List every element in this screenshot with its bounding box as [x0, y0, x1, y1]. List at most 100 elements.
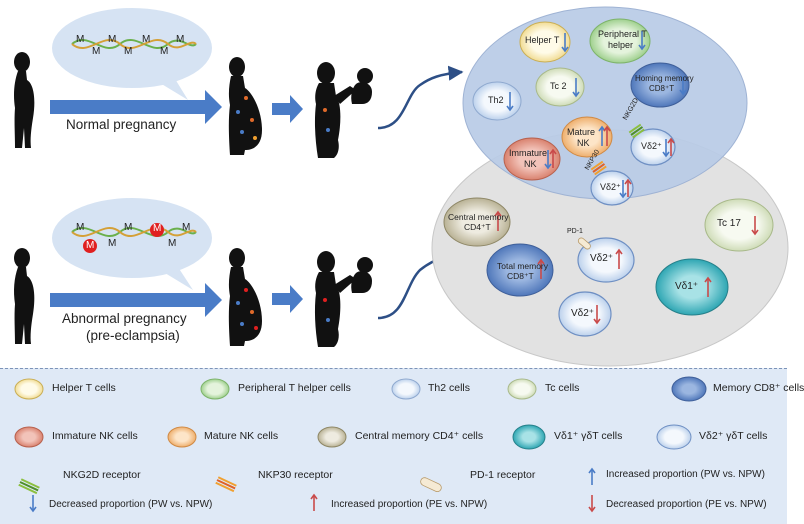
legend-label-memory-cd8: Memory CD8⁺ cells	[713, 382, 804, 394]
cell-th2	[472, 81, 522, 121]
methylation-marker: M	[182, 222, 191, 233]
cell-label-peripheral-2: helper	[608, 40, 634, 50]
cell-immature-nk	[503, 137, 561, 181]
methylation-marker: M	[92, 46, 101, 57]
progress-arrow-short	[272, 285, 303, 313]
legend-tc-icon	[507, 378, 537, 400]
legend-inc-pe-icon	[310, 493, 318, 511]
nkg2d-receptor-icon	[628, 123, 645, 139]
cell-label-th2: Th2	[488, 95, 504, 105]
legend-label-central-memory: Central memory CD4⁺ cells	[355, 430, 484, 442]
methylation-marker: M	[124, 222, 133, 233]
methylation-marker: M	[76, 34, 85, 45]
legend-vd2-icon	[656, 424, 692, 450]
mother-with-baby-icon	[314, 251, 373, 347]
fetal-cell-dots	[236, 96, 330, 330]
cell-peripheral-t-helper	[589, 18, 651, 64]
cell-label-tc2: Tc 2	[550, 81, 567, 91]
legend-label-nkg2d: NKG2D receptor	[63, 469, 141, 481]
cell-vd2-lower	[558, 291, 612, 337]
legend-mature-nk-icon	[167, 426, 197, 448]
cell-label-vd2-nkg2d: Vδ2⁺	[641, 141, 662, 151]
cell-label-helper-t: Helper T	[525, 35, 560, 45]
legend-dec-pe-icon	[588, 495, 596, 513]
cell-label-central-memory-2: CD4⁺T	[464, 222, 491, 232]
methylation-marker: M	[108, 34, 117, 45]
legend-peripheral-icon	[200, 378, 230, 400]
legend-dec-pw-icon	[29, 495, 37, 513]
legend-nkp30-icon	[215, 476, 237, 493]
methylation-marker: M	[108, 238, 117, 249]
legend-label-nkp30: NKP30 receptor	[258, 469, 333, 481]
cell-label-tc17: Tc 17	[717, 218, 741, 229]
cell-label-vd2-nkp30: Vδ2⁺	[600, 182, 621, 192]
normal-pregnancy-scenario	[14, 8, 464, 158]
mother-with-baby-icon	[314, 62, 373, 158]
legend-central-memory-icon	[317, 426, 347, 448]
cell-label-mature-nk-1: Mature	[567, 127, 596, 137]
progress-arrow	[50, 283, 222, 317]
legend-label-inc-pe: Increased proportion (PE vs. NPW)	[331, 499, 488, 510]
pd1-receptor-icon	[577, 237, 591, 250]
legend-pd1-icon	[420, 477, 442, 493]
methylation-marker: M	[124, 46, 133, 57]
direction-arrows	[494, 31, 759, 325]
legend-label-vd2: Vδ2⁺ γδT cells	[699, 430, 768, 442]
cell-label-vd2-pd1: Vδ2⁺	[590, 253, 614, 264]
pregnant-woman-icon	[228, 57, 262, 155]
cell-homing-memory	[630, 62, 690, 108]
legend-label-helper-t: Helper T cells	[52, 382, 116, 394]
abnormal-pregnancy-label: Abnormal pregnancy	[62, 311, 187, 326]
legend-nkg2d-icon	[18, 478, 40, 495]
methylation-marker: M	[86, 240, 95, 251]
cell-tc17	[704, 198, 774, 252]
cell-label-total-memory-1: Total memory	[497, 261, 549, 271]
dna-strand-icon	[71, 38, 197, 238]
legend-icons	[14, 376, 707, 513]
cell-label-vd2-lower: Vδ2⁺	[571, 308, 595, 319]
progress-arrow	[50, 90, 222, 124]
legend-helper-t-icon	[14, 378, 44, 400]
woman-silhouette-icon	[14, 52, 35, 148]
legend-label-mature-nk: Mature NK cells	[204, 430, 279, 442]
genetic-bubble	[52, 198, 212, 290]
progress-arrow-short	[272, 95, 303, 123]
woman-silhouette-icon	[14, 248, 35, 344]
cell-vd2-nkg2d	[630, 128, 676, 166]
legend-inc-pw-icon	[588, 467, 596, 485]
cell-label-immature-nk-1: Immature	[509, 148, 548, 158]
legend-label-immature-nk: Immature NK cells	[52, 430, 138, 442]
methylation-marker: M	[168, 238, 177, 249]
methylation-red-marker	[83, 223, 164, 253]
legend-vd1-icon	[512, 424, 546, 450]
cell-tc2	[535, 67, 585, 107]
cell-label-central-memory-1: Central memory	[448, 212, 509, 222]
methylation-marker: M	[142, 34, 151, 45]
cell-label-total-memory-2: CD8⁺T	[507, 271, 534, 281]
cell-label-mature-nk-2: NK	[577, 138, 590, 148]
legend-memory-cd8-icon	[671, 376, 707, 402]
flow-arrow-to-zone	[377, 65, 464, 130]
cell-helper-t	[519, 21, 571, 63]
legend-label-dec-pe: Decreased proportion (PE vs. NPW)	[606, 499, 767, 510]
cell-mature-nk	[561, 116, 613, 158]
cell-total-memory	[486, 243, 554, 297]
cell-central-memory	[443, 197, 511, 247]
receptor-label-pd1: PD-1	[567, 228, 583, 235]
cell-label-homing-1: Homing memory	[635, 74, 694, 83]
diagram-canvas	[14, 6, 789, 367]
legend-th2-icon	[391, 378, 421, 400]
legend-label-pd1: PD-1 receptor	[470, 469, 536, 481]
cell-vd1	[655, 258, 729, 316]
legend-label-dec-pw: Decreased proportion (PW vs. NPW)	[49, 499, 213, 510]
methylation-marker: M	[160, 46, 169, 57]
cell-label-vd1: Vδ1⁺	[675, 281, 699, 292]
nkp30-receptor-icon	[590, 160, 607, 176]
cell-vd2-pd1	[577, 237, 635, 283]
legend-label-th2: Th2 cells	[428, 382, 471, 394]
legend-immature-nk-icon	[14, 426, 44, 448]
cell-label-homing-2: CD8⁺T	[649, 84, 675, 93]
legend-label-tc: Tc cells	[545, 382, 580, 394]
cell-label-immature-nk-2: NK	[524, 159, 537, 169]
pregnant-woman-icon	[228, 248, 262, 346]
